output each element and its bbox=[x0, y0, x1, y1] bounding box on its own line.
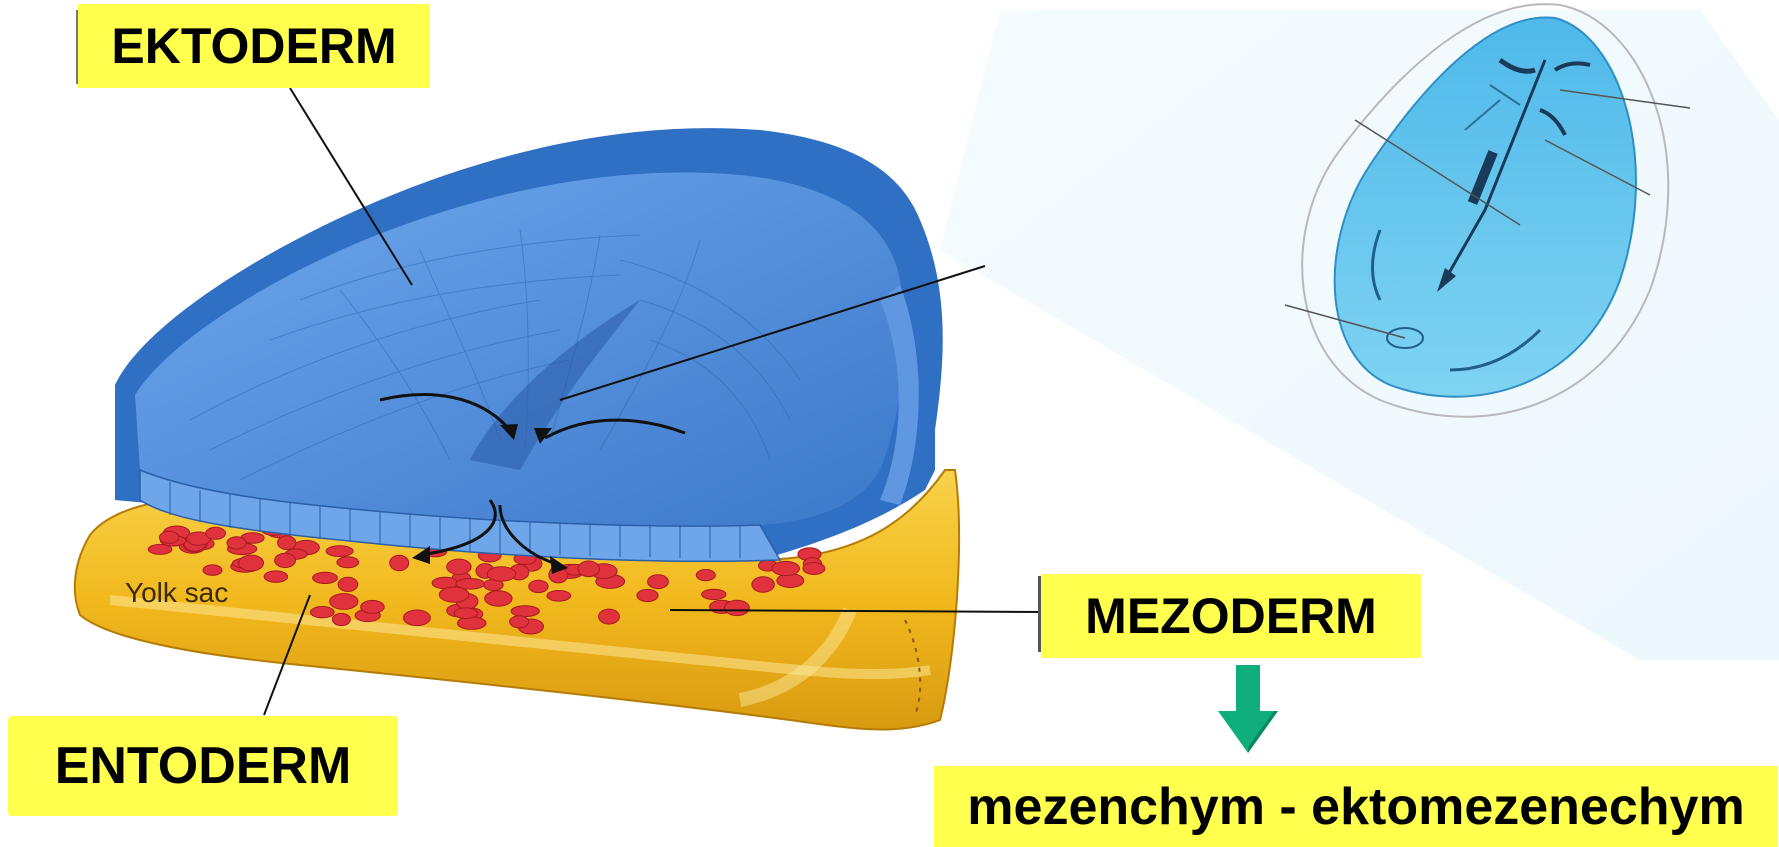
mesoderm-cell bbox=[803, 563, 825, 575]
ectoderm-dome bbox=[115, 128, 943, 561]
mesoderm-cell bbox=[361, 600, 385, 613]
mesoderm-cell bbox=[275, 553, 296, 567]
mesoderm-cell bbox=[777, 574, 804, 588]
mesoderm-cell bbox=[702, 589, 726, 599]
mesoderm-cell bbox=[529, 580, 548, 592]
mesoderm-cell bbox=[338, 577, 358, 591]
entoderm-label: ENTODERM bbox=[8, 716, 398, 816]
mesoderm-cell bbox=[725, 600, 750, 615]
mesoderm-cell bbox=[326, 546, 353, 557]
mesoderm-cell bbox=[330, 594, 358, 610]
mesoderm-cell bbox=[390, 555, 409, 571]
yolk-sac-label: Yolk sac bbox=[125, 577, 228, 608]
mesoderm-cell bbox=[313, 572, 338, 583]
mesoderm-cell bbox=[485, 591, 512, 606]
mesoderm-cell bbox=[772, 561, 799, 575]
mesoderm-cell bbox=[487, 567, 516, 581]
mezoderm-label: MEZODERM bbox=[1041, 574, 1421, 658]
mesoderm-cell bbox=[511, 606, 539, 617]
mesoderm-cell bbox=[457, 617, 486, 629]
ektoderm-label: EKTODERM bbox=[78, 4, 430, 88]
mesoderm-cell bbox=[637, 589, 658, 601]
mesoderm-cell bbox=[264, 571, 287, 582]
mesoderm-cell bbox=[311, 607, 335, 618]
mesoderm-cell bbox=[447, 559, 471, 574]
down-arrow-icon bbox=[1216, 665, 1280, 755]
mesoderm-cell bbox=[159, 531, 178, 543]
mesoderm-cell bbox=[648, 575, 669, 589]
mesoderm-cell bbox=[752, 577, 775, 593]
mesoderm-cell bbox=[439, 587, 469, 602]
mesoderm-cell bbox=[454, 608, 477, 619]
mesoderm-cell bbox=[337, 557, 359, 568]
mesoderm-cell bbox=[696, 570, 715, 581]
mesoderm-cell bbox=[227, 537, 246, 549]
mesoderm-cell bbox=[599, 609, 620, 624]
mesoderm-cell bbox=[239, 555, 264, 571]
mesoderm-cell bbox=[578, 561, 600, 577]
mesoderm-cell bbox=[403, 610, 430, 626]
mesoderm-cell bbox=[510, 616, 529, 628]
mesoderm-cell bbox=[203, 565, 222, 575]
mesoderm-cell bbox=[278, 536, 296, 550]
mesoderm-cell bbox=[547, 591, 571, 602]
mezenchym-label: mezenchym - ektomezenechym bbox=[934, 766, 1778, 847]
mesoderm-cell bbox=[206, 527, 226, 539]
mesoderm-cell bbox=[332, 613, 350, 625]
